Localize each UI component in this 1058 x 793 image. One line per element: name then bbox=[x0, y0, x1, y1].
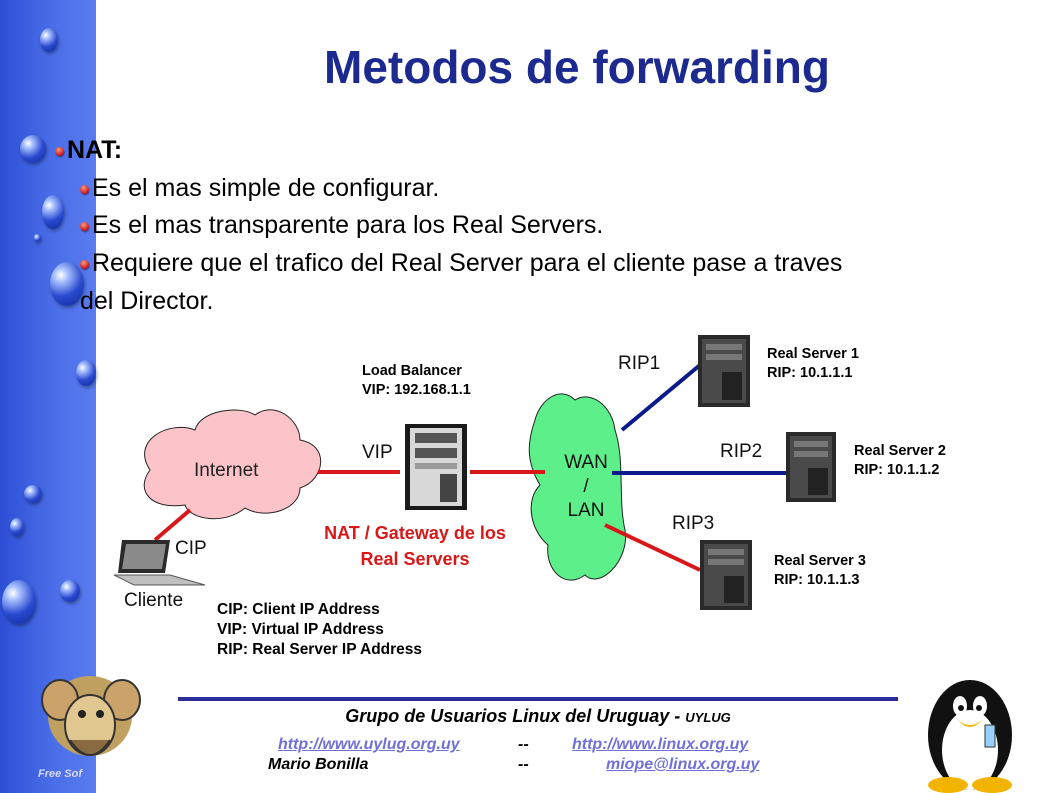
link-client-internet bbox=[153, 508, 192, 542]
tux-penguin-icon bbox=[928, 680, 1012, 793]
wan-lan-label: WAN / LAN bbox=[564, 452, 608, 521]
link-wan-rs1 bbox=[620, 363, 702, 432]
rip1-label: RIP1 bbox=[618, 353, 661, 374]
wan-lan-blob bbox=[528, 393, 626, 581]
legend: CIP: Client IP Address VIP: Virtual IP A… bbox=[217, 601, 423, 658]
real-server-2-info: Real Server 2 RIP: 10.1.1.2 bbox=[854, 443, 946, 478]
vip-label: VIP bbox=[362, 442, 393, 463]
internet-cloud bbox=[143, 409, 322, 520]
client-label: Cliente bbox=[124, 590, 184, 611]
author-name: Mario Bonilla bbox=[268, 756, 369, 773]
footer-divider bbox=[178, 697, 898, 701]
bullet-item: Requiere que el trafico del Real Server … bbox=[78, 249, 842, 278]
laptop-icon bbox=[113, 540, 206, 586]
email-link[interactable]: miope@linux.org.uy bbox=[606, 756, 760, 773]
nat-heading: NAT: bbox=[53, 136, 122, 165]
footer-separator: -- bbox=[518, 756, 529, 773]
footer-group-title: Grupo de Usuarios Linux del Uruguay - UY… bbox=[345, 706, 731, 726]
sidebar-background bbox=[0, 0, 96, 793]
real-server-1-icon bbox=[698, 335, 750, 407]
footer-separator: -- bbox=[518, 736, 529, 753]
load-balancer-info: Load Balancer VIP: 192.168.1.1 bbox=[362, 363, 471, 398]
uylug-link[interactable]: http://www.uylug.org.uy bbox=[278, 736, 460, 753]
nat-gateway-label: NAT / Gateway de los Real Servers bbox=[324, 523, 506, 569]
rip3-label: RIP3 bbox=[672, 513, 715, 534]
bullet-item: Es el mas simple de configurar. bbox=[78, 174, 439, 203]
load-balancer-server-icon bbox=[405, 424, 467, 510]
real-server-3-info: Real Server 3 RIP: 10.1.1.3 bbox=[774, 553, 866, 588]
gnu-caption: Free Sof bbox=[38, 768, 83, 780]
bullet-item-continuation: del Director. bbox=[80, 287, 214, 315]
linux-org-link[interactable]: http://www.linux.org.uy bbox=[572, 736, 749, 753]
internet-label: Internet bbox=[194, 460, 259, 481]
bullet-item: Es el mas transparente para los Real Ser… bbox=[78, 211, 603, 240]
real-server-1-info: Real Server 1 RIP: 10.1.1.1 bbox=[767, 346, 859, 381]
gnu-head-icon bbox=[41, 676, 141, 756]
real-server-3-icon bbox=[700, 540, 752, 610]
real-server-2-icon bbox=[786, 432, 836, 502]
cip-label: CIP bbox=[175, 538, 207, 559]
link-wan-rs3 bbox=[604, 523, 701, 572]
rip2-label: RIP2 bbox=[720, 441, 763, 462]
page-title: Metodos de forwarding bbox=[324, 41, 830, 93]
